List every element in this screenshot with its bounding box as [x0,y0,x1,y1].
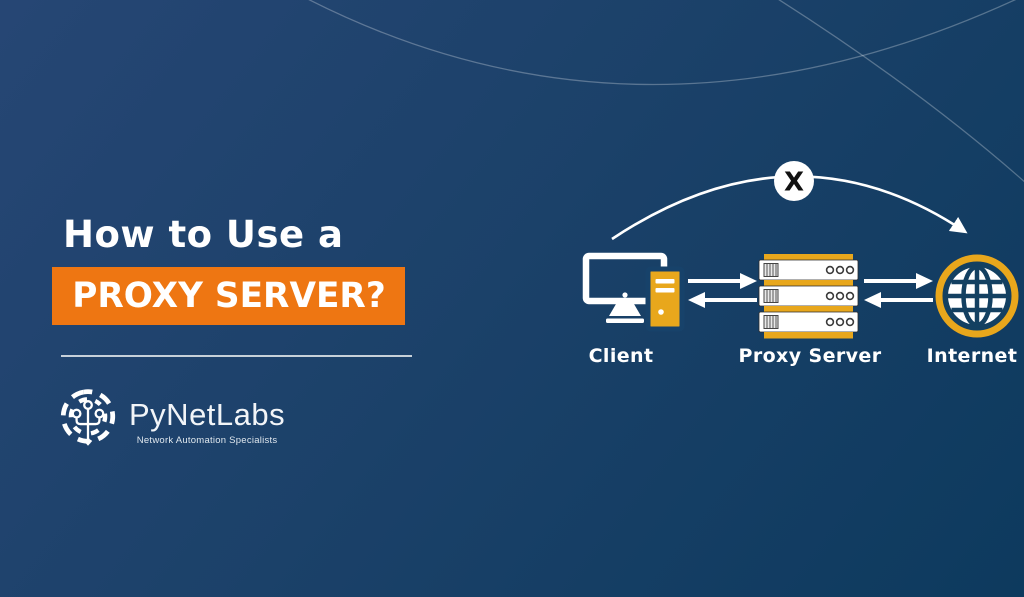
internet-to-proxy-arrow-icon [864,292,933,308]
headline-line2: PROXY SERVER? [71,276,386,316]
blocked-x-badge: X [774,161,814,201]
blocked-x-mark: X [784,168,804,198]
proxy-server-icon [758,254,859,339]
pynetlabs-logo-icon [60,389,116,446]
brand-tagline: Network Automation Specialists [136,435,278,446]
server-unit [758,306,859,333]
client-label: Client [588,345,654,367]
proxy-server-label: Proxy Server [738,345,882,367]
internet-globe-icon [935,254,1019,338]
brand-logo: PyNetLabs Network Automation Specialists [56,385,285,465]
proxy-to-client-arrow-icon [688,292,757,308]
client-tower-icon [645,266,685,332]
server-unit [758,280,859,307]
background-curve-1 [308,0,1017,86]
background-curve-2 [778,0,1024,183]
internet-label: Internet [926,345,1018,367]
divider-line [61,355,412,357]
proxy-to-internet-arrow-icon [864,273,933,289]
brand-name: PyNetLabs [129,397,286,432]
headline-line1: How to Use a [63,213,344,256]
server-unit [758,254,859,281]
client-computer-icon [582,252,685,332]
client-to-proxy-arrow-icon [688,273,757,289]
headline-accent-box: PROXY SERVER? [52,267,405,325]
